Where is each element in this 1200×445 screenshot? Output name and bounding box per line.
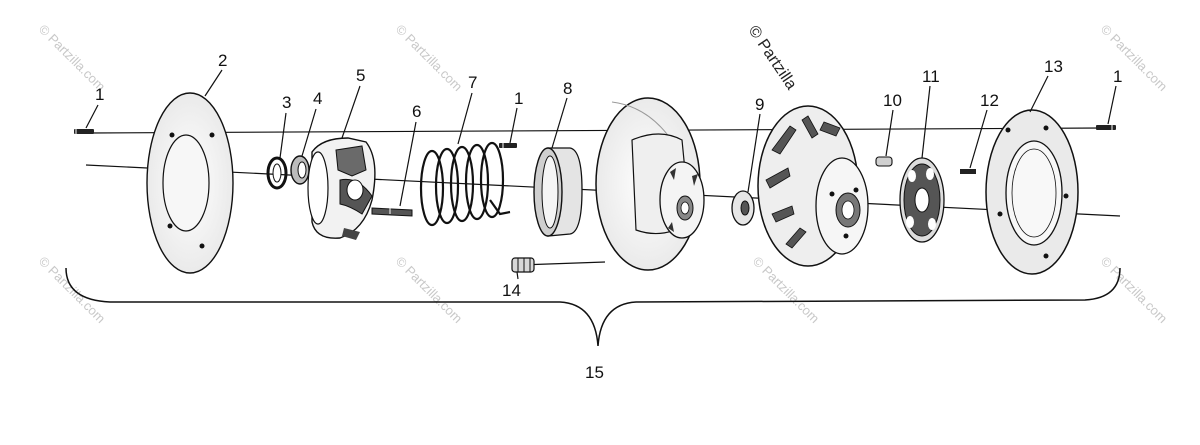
watermark-text: © Partzilla.com <box>1098 22 1171 95</box>
callout-11: 11 <box>922 67 940 86</box>
callout-2: 2 <box>218 51 227 70</box>
part-2-cover-plate <box>146 92 234 274</box>
callout-12: 12 <box>980 91 999 110</box>
part-11-roller-plate <box>899 157 945 243</box>
callout-6: 6 <box>412 102 421 121</box>
part-14-screw <box>511 257 535 273</box>
part-8-bushing <box>533 147 583 237</box>
callout-13: 13 <box>1044 57 1063 76</box>
watermark-text: © Partzilla.com <box>36 254 109 327</box>
callout-4: 4 <box>313 89 322 108</box>
callout-9: 9 <box>755 95 764 114</box>
callout-1-middle: 1 <box>514 89 523 108</box>
watermark-text: © Partzilla.com <box>1098 254 1171 327</box>
stationary-sheave <box>595 97 705 271</box>
part-10-pin <box>875 156 893 167</box>
part-12-bolt <box>960 169 976 174</box>
part-9-washer <box>731 190 755 226</box>
assembly-bracket <box>65 267 1121 347</box>
part-5-cam-assembly <box>307 137 376 240</box>
callout-1-left: 1 <box>95 85 104 104</box>
callout-8: 8 <box>563 79 572 98</box>
part-1-bolt-right <box>1096 125 1116 130</box>
callout-14: 14 <box>502 281 521 300</box>
watermark-text: © Partzilla.com <box>393 254 466 327</box>
callout-15: 15 <box>585 363 604 382</box>
callout-7: 7 <box>468 73 477 92</box>
callout-3: 3 <box>282 93 291 112</box>
watermark-text: © Partzilla.com <box>393 22 466 95</box>
callout-5: 5 <box>356 66 365 85</box>
copyright-label: © Partzilla <box>745 23 800 93</box>
callout-labels: 1 2 3 4 5 6 7 1 8 9 10 11 12 13 1 14 15 <box>95 51 1122 382</box>
part-6-pin <box>371 207 413 217</box>
part-3-snap-ring <box>266 156 288 190</box>
callout-10: 10 <box>883 91 902 110</box>
leader-lines <box>85 69 1117 280</box>
callout-1-right: 1 <box>1113 67 1122 86</box>
watermark-text: © Partzilla.com <box>36 22 109 95</box>
part-13-housing-cover <box>985 109 1079 275</box>
part-4-washer <box>290 155 310 185</box>
part-7-spring <box>419 141 511 227</box>
part-1-bolt-middle <box>499 143 517 148</box>
part-1-bolt-left <box>74 129 94 134</box>
movable-sheave <box>757 105 869 267</box>
